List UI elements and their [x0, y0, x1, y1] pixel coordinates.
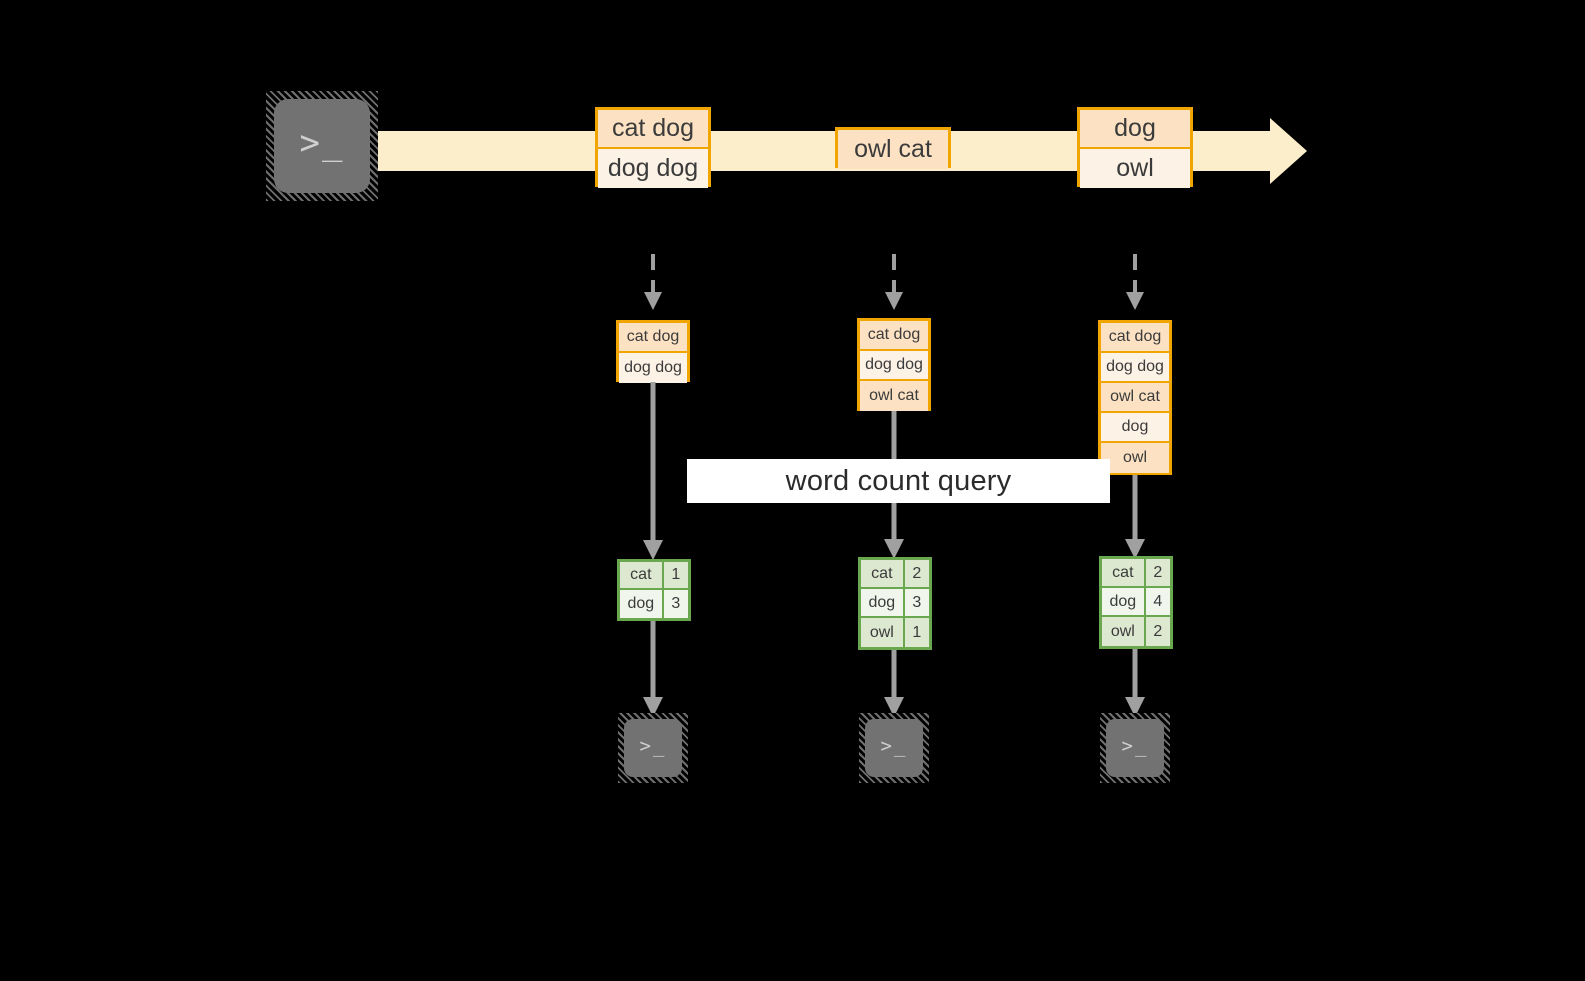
result-row: cat 2: [1102, 559, 1170, 589]
result-count: 3: [904, 589, 929, 617]
result-count: 3: [663, 590, 688, 618]
stream-message-line: dog: [1080, 110, 1190, 149]
accumulated-state-3: cat dog dog dog owl cat dog owl: [1098, 320, 1172, 475]
stream-message-3: dog owl: [1077, 107, 1193, 188]
result-count: 1: [663, 562, 688, 589]
terminal-screen: [624, 719, 682, 777]
state-line: dog dog: [1101, 353, 1169, 383]
result-row: owl 1: [861, 618, 929, 647]
result-table-3: cat 2 dog 4 owl 2: [1099, 556, 1173, 649]
consumer-terminal-icon-3: >_: [1100, 713, 1170, 783]
result-word: dog: [861, 589, 905, 617]
result-word: dog: [1102, 588, 1146, 616]
result-word: dog: [620, 590, 664, 618]
stream-message-line: dog dog: [598, 149, 708, 188]
stream-message-1: cat dog dog dog: [595, 107, 711, 188]
stream-message-line: owl cat: [838, 130, 948, 169]
solid-arrow-state-to-result-1: [643, 382, 663, 560]
terminal-screen: [1106, 719, 1164, 777]
result-count: 4: [1145, 588, 1170, 616]
dashed-arrow-to-state-3: [1126, 254, 1144, 310]
terminal-prompt-glyph: >_: [639, 735, 667, 757]
state-line: owl: [1101, 443, 1169, 473]
state-line: owl cat: [1101, 383, 1169, 413]
solid-arrow-result-to-terminal-2: [884, 650, 904, 717]
result-count: 1: [904, 618, 929, 647]
state-line: dog dog: [619, 353, 687, 383]
result-table-2: cat 2 dog 3 owl 1: [858, 557, 932, 650]
result-row: dog 3: [861, 589, 929, 619]
terminal-screen: [274, 99, 370, 193]
state-line: owl cat: [860, 381, 928, 411]
state-line: dog: [1101, 413, 1169, 443]
stream-message-line: cat dog: [598, 110, 708, 149]
accumulated-state-2: cat dog dog dog owl cat: [857, 318, 931, 411]
result-word: cat: [620, 562, 664, 589]
dashed-arrow-to-state-1: [644, 254, 662, 310]
accumulated-state-1: cat dog dog dog: [616, 320, 690, 383]
state-line: dog dog: [860, 351, 928, 381]
result-word: owl: [1102, 617, 1146, 646]
terminal-prompt-glyph: >_: [1121, 735, 1149, 757]
result-row: dog 3: [620, 590, 688, 618]
stream-message-line: owl: [1080, 149, 1190, 188]
terminal-prompt-glyph: >_: [299, 123, 345, 163]
dashed-arrow-to-state-2: [885, 254, 903, 310]
state-line: cat dog: [860, 321, 928, 351]
result-row: owl 2: [1102, 617, 1170, 646]
result-row: cat 1: [620, 562, 688, 591]
state-line: cat dog: [1101, 323, 1169, 353]
result-word: cat: [861, 560, 905, 588]
solid-arrow-result-to-terminal-1: [643, 621, 663, 717]
result-word: owl: [861, 618, 905, 647]
result-word: cat: [1102, 559, 1146, 587]
result-count: 2: [1145, 559, 1170, 587]
consumer-terminal-icon-2: >_: [859, 713, 929, 783]
result-row: dog 4: [1102, 588, 1170, 618]
state-line: cat dog: [619, 323, 687, 353]
stream-message-2: owl cat: [835, 127, 951, 169]
terminal-prompt-glyph: >_: [880, 735, 908, 757]
solid-arrow-result-to-terminal-3: [1125, 649, 1145, 717]
consumer-terminal-icon-1: >_: [618, 713, 688, 783]
producer-terminal-icon: >_: [266, 91, 378, 201]
terminal-screen: [865, 719, 923, 777]
result-row: cat 2: [861, 560, 929, 590]
result-count: 2: [1145, 617, 1170, 646]
result-table-1: cat 1 dog 3: [617, 559, 691, 621]
result-count: 2: [904, 560, 929, 588]
query-label: word count query: [687, 459, 1110, 503]
solid-arrow-state-to-result-3: [1125, 475, 1145, 559]
